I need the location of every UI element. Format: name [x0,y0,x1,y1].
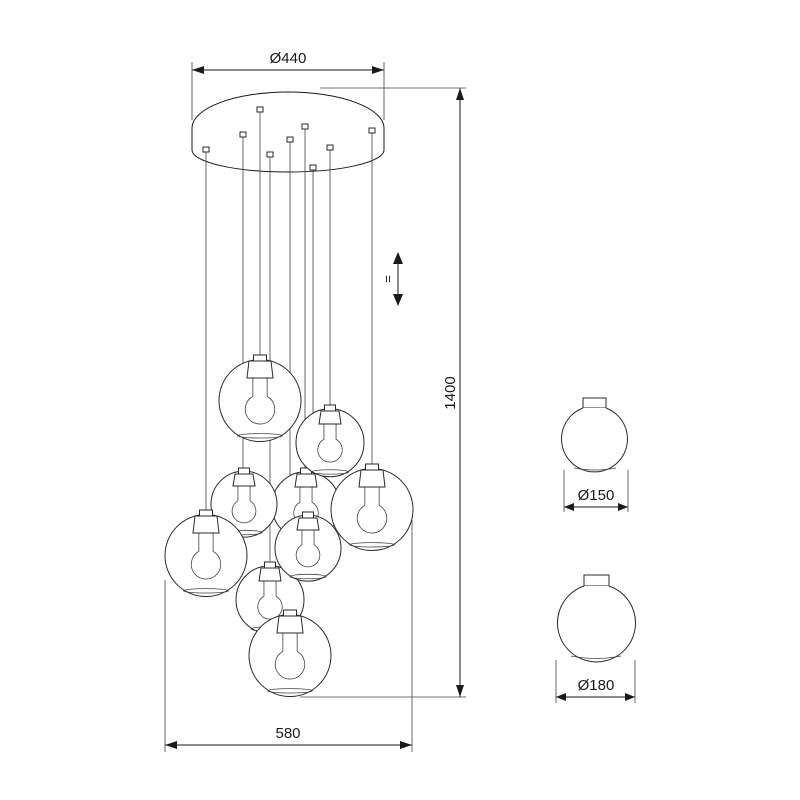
globe-shade [330,463,414,552]
socket-collar [296,517,320,531]
globe-opening [289,573,327,580]
light-bulb [356,487,388,534]
light-bulb [190,533,222,580]
socket-cap [324,404,336,412]
light-bulb [257,581,283,620]
adjustable-symbol-label: = [380,275,395,283]
light-bulb [244,378,276,425]
adjustable-length-arrow-icon: = [380,252,403,306]
globe-shade [295,404,365,478]
detail-large-shade: Ø180 [555,574,636,703]
socket-cap [199,509,213,517]
globe-opening [310,469,350,475]
globe-shade [164,509,248,598]
globe-shade [248,609,332,698]
socket-collar [318,410,342,425]
overall-height-label: 1400 [442,376,459,409]
socket-collar [276,615,304,634]
light-bulb [295,530,321,568]
socket-collar [246,360,274,379]
dimension-overall-width: 580 [164,520,413,752]
socket-collar [258,567,282,582]
globe-opening [237,433,283,439]
socket-collar [294,473,318,488]
globe-opening [349,542,395,548]
canopy-diameter-label: Ø440 [270,50,307,67]
globe-shade [274,511,342,582]
socket-cap [365,463,379,471]
lamp-shades [164,354,414,698]
overall-width-label: 580 [275,725,300,742]
globe-shade [218,354,302,443]
light-bulb [317,424,343,463]
socket-cap [283,609,297,617]
large-shade-diameter-label: Ø180 [578,677,615,694]
socket-cap [264,561,276,569]
socket-cap [238,467,250,475]
dimension-overall-height: 1400 [300,87,466,698]
socket-collar [232,473,256,487]
ceiling-canopy [191,91,385,173]
socket-collar [192,515,220,534]
detail-small-shade: Ø150 [561,397,629,512]
light-bulb [274,633,306,680]
socket-collar [358,469,386,488]
light-bulb [231,486,257,524]
dimension-canopy-diameter: Ø440 [191,50,385,120]
socket-cap [253,354,267,362]
globe-opening [267,688,313,694]
wire-attachment-points [202,106,376,171]
socket-cap [302,511,314,519]
globe-opening [183,588,229,594]
small-shade-diameter-label: Ø150 [578,487,615,504]
